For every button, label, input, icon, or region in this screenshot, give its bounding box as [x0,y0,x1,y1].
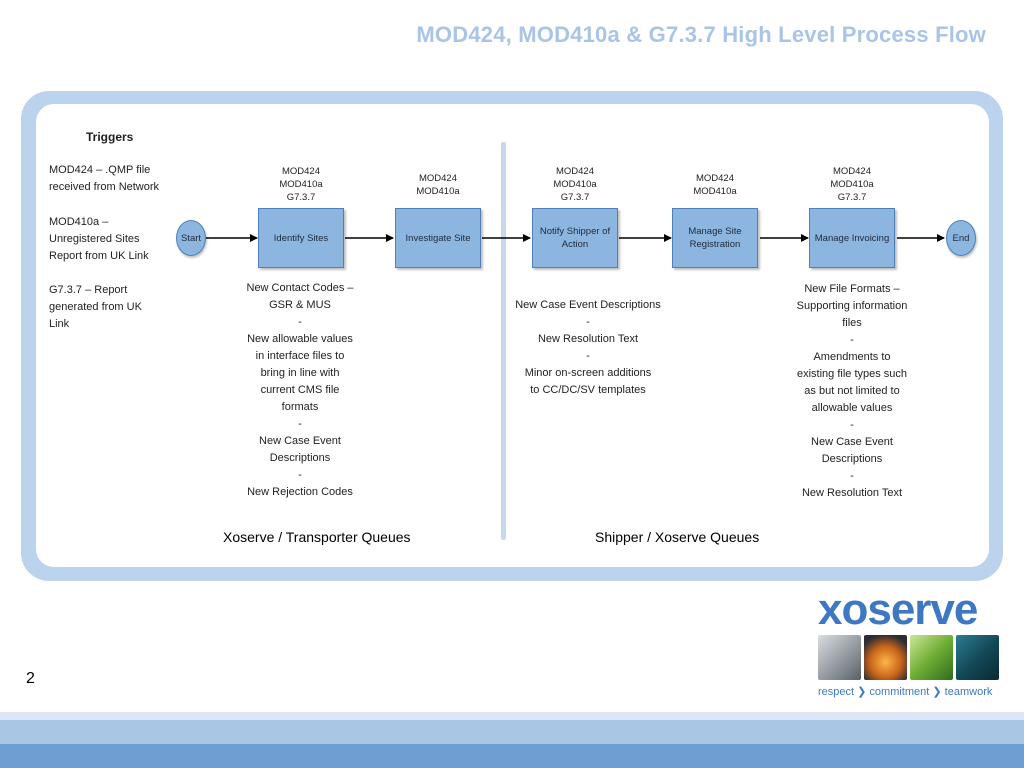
notes-notify-shipper: New Case Event Descriptions - New Resolu… [515,299,661,396]
circuit-board-image [956,635,999,680]
step-manage-invoicing: Manage Invoicing [809,208,895,268]
step-notify-shipper: Notify Shipper of Action [532,208,618,268]
triggers-title: Triggers [86,130,134,144]
gas-meter-image [818,635,861,680]
codes-investigate-site: MOD424 MOD410a [416,173,460,197]
page-number: 2 [26,670,35,687]
footer-band-light [0,712,1024,720]
queue-label-transporter: Xoserve / Transporter Queues [223,529,411,545]
codes-manage-site-registration: MOD424 MOD410a [693,173,737,197]
trigger-mod410a: MOD410a – Unregistered Sites Report from… [49,216,149,262]
step-investigate-site: Investigate Site [395,208,481,268]
codes-notify-shipper: MOD424 MOD410a G7.3.7 [553,166,597,203]
brand-tagline: respect ❯ commitment ❯ teamwork [818,686,993,698]
green-leaves-image [910,635,953,680]
gas-flame-image [864,635,907,680]
start-node: Start [176,220,206,256]
trigger-g737: G7.3.7 – Report generated from UK Link [49,284,142,330]
codes-identify-sites: MOD424 MOD410a G7.3.7 [279,166,323,203]
notes-identify-sites: New Contact Codes – GSR & MUS - New allo… [246,282,354,498]
diagram-panel [36,104,989,567]
queue-label-shipper: Shipper / Xoserve Queues [595,529,760,545]
notes-manage-invoicing: New File Formats – Supporting informatio… [796,283,908,499]
queue-divider [501,142,506,540]
step-identify-sites: Identify Sites [258,208,344,268]
trigger-mod424: MOD424 – .QMP file received from Network [49,164,160,193]
end-node: End [946,220,976,256]
slide-title: MOD424, MOD410a & G7.3.7 High Level Proc… [416,22,986,47]
footer-band-mid [0,720,1024,744]
brand-image-tiles [818,635,1000,680]
step-manage-site-registration: Manage Site Registration [672,208,758,268]
xoserve-logo: xoserve [818,585,978,634]
footer-band-dark [0,744,1024,768]
codes-manage-invoicing: MOD424 MOD410a G7.3.7 [830,166,874,203]
